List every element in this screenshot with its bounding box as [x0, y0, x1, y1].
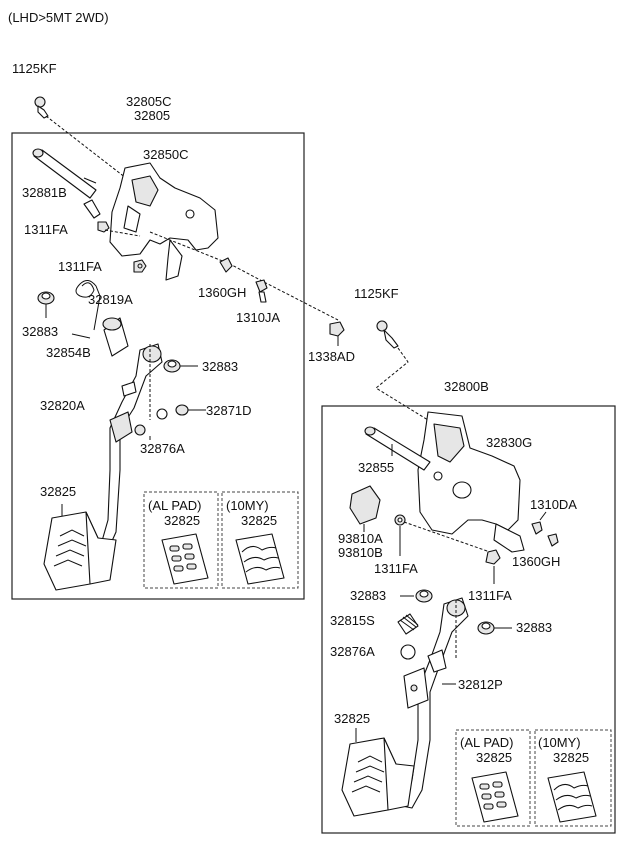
- diagram-title: (LHD>5MT 2WD): [8, 10, 109, 25]
- label-1125kf-a[interactable]: 1125KF: [12, 61, 57, 76]
- alpad-a-heading: (AL PAD): [148, 498, 201, 513]
- switch-32876a-b[interactable]: [400, 644, 416, 660]
- bushing-32883-b2[interactable]: [477, 621, 495, 635]
- alpad-a-part[interactable]: 32825: [164, 513, 200, 528]
- leader-1125kf-a: [45, 115, 136, 186]
- label-1360gh-a[interactable]: 1360GH: [198, 285, 246, 300]
- nut-1360gh-a[interactable]: [219, 257, 233, 273]
- leader-bracket-a-right: [149, 231, 339, 321]
- bolt-1125kf-b[interactable]: [376, 320, 399, 349]
- label-1311fa-b1[interactable]: 1311FA: [374, 561, 418, 576]
- option-box-10my-a: [221, 491, 299, 589]
- collar-32819a[interactable]: [102, 317, 129, 357]
- alpad-b-part[interactable]: 32825: [476, 750, 512, 765]
- label-32883-b1[interactable]: 32883: [350, 588, 386, 603]
- option-box-alpad-b: [455, 729, 531, 827]
- 10my-b-heading: (10MY): [538, 735, 581, 750]
- label-32871d[interactable]: 32871D: [206, 403, 252, 418]
- label-32800b[interactable]: 32800B: [444, 379, 489, 394]
- pedal-pad-a[interactable]: [43, 511, 117, 591]
- label-32805[interactable]: 32805: [134, 108, 170, 123]
- bushing-32883-a2[interactable]: [163, 359, 181, 373]
- label-1125kf-b[interactable]: 1125KF: [354, 286, 399, 301]
- label-32815s[interactable]: 32815S: [330, 613, 375, 628]
- label-32820a[interactable]: 32820A: [40, 398, 85, 413]
- label-32854b[interactable]: 32854B: [46, 345, 91, 360]
- pivot-pin-a[interactable]: [32, 148, 97, 199]
- assembly-box-a: [11, 132, 305, 600]
- spring-32815s[interactable]: [397, 613, 419, 635]
- pivot-pin-b[interactable]: [364, 426, 431, 471]
- bolt-1311fa-b1[interactable]: [394, 514, 406, 526]
- leader-pin-a: [83, 177, 97, 184]
- label-32812p[interactable]: 32812P: [458, 677, 503, 692]
- nut-1311fa-a2[interactable]: [133, 259, 147, 273]
- label-32825-b[interactable]: 32825: [334, 711, 370, 726]
- label-1311fa-b2[interactable]: 1311FA: [468, 588, 512, 603]
- bolt-1311fa-a1[interactable]: [83, 199, 110, 233]
- alpad-b-heading: (AL PAD): [460, 735, 513, 750]
- nut-1310da[interactable]: [531, 521, 543, 535]
- leader-bolt-a1: [104, 229, 141, 237]
- 10my-a-heading: (10MY): [226, 498, 269, 513]
- switch-93810[interactable]: [349, 485, 381, 525]
- option-box-10my-b: [534, 729, 612, 827]
- pedal-bracket-a[interactable]: [109, 162, 219, 281]
- 10my-a-part[interactable]: 32825: [241, 513, 277, 528]
- al-pad-illustration-a: [161, 533, 209, 585]
- bushing-32883-a1[interactable]: [37, 291, 55, 305]
- label-32876a-a[interactable]: 32876A: [140, 441, 185, 456]
- label-93810b[interactable]: 93810B: [338, 545, 383, 560]
- label-32830g[interactable]: 32830G: [486, 435, 532, 450]
- nut-1338ad[interactable]: [329, 321, 345, 337]
- clutch-pedal-arm-b[interactable]: [401, 597, 469, 809]
- 10my-pad-illustration-a: [235, 533, 285, 585]
- leader-1310da: [539, 511, 547, 521]
- label-1310ja[interactable]: 1310JA: [236, 310, 280, 325]
- label-32825-a[interactable]: 32825: [40, 484, 76, 499]
- label-1311fa-a1[interactable]: 1311FA: [24, 222, 68, 237]
- label-32883-a2[interactable]: 32883: [202, 359, 238, 374]
- label-1310da[interactable]: 1310DA: [530, 497, 577, 512]
- label-32805c[interactable]: 32805C: [126, 94, 172, 109]
- switch-32876a-a[interactable]: [134, 408, 168, 436]
- label-1311fa-a2[interactable]: 1311FA: [58, 259, 102, 274]
- label-1360gh-b[interactable]: 1360GH: [512, 554, 560, 569]
- 10my-pad-illustration-b: [547, 771, 597, 823]
- label-1338ad[interactable]: 1338AD: [308, 349, 355, 364]
- 10my-b-part[interactable]: 32825: [553, 750, 589, 765]
- stopper-32871d[interactable]: [175, 404, 189, 416]
- return-spring-a[interactable]: [71, 280, 101, 339]
- leader-b1-to-bracket: [403, 521, 491, 553]
- nut-1360gh-b[interactable]: [547, 533, 559, 547]
- bolt-1311fa-b2[interactable]: [485, 549, 501, 565]
- bolt-1125kf-a[interactable]: [34, 96, 49, 119]
- label-32883-a1[interactable]: 32883: [22, 324, 58, 339]
- label-32850c[interactable]: 32850C: [143, 147, 189, 162]
- bolt-1310ja[interactable]: [255, 279, 268, 303]
- pedal-bracket-b[interactable]: [417, 411, 525, 553]
- label-32819a[interactable]: 32819A: [88, 292, 133, 307]
- label-93810a[interactable]: 93810A: [338, 531, 383, 546]
- label-32876a-b[interactable]: 32876A: [330, 644, 375, 659]
- al-pad-illustration-b: [471, 771, 519, 823]
- label-32881b[interactable]: 32881B: [22, 185, 67, 200]
- label-32855[interactable]: 32855: [358, 460, 394, 475]
- option-box-alpad-a: [143, 491, 219, 589]
- bushing-32883-b1[interactable]: [415, 589, 433, 603]
- label-32883-b2[interactable]: 32883: [516, 620, 552, 635]
- assembly-box-b: [321, 405, 616, 834]
- pedal-pad-b[interactable]: [341, 737, 415, 817]
